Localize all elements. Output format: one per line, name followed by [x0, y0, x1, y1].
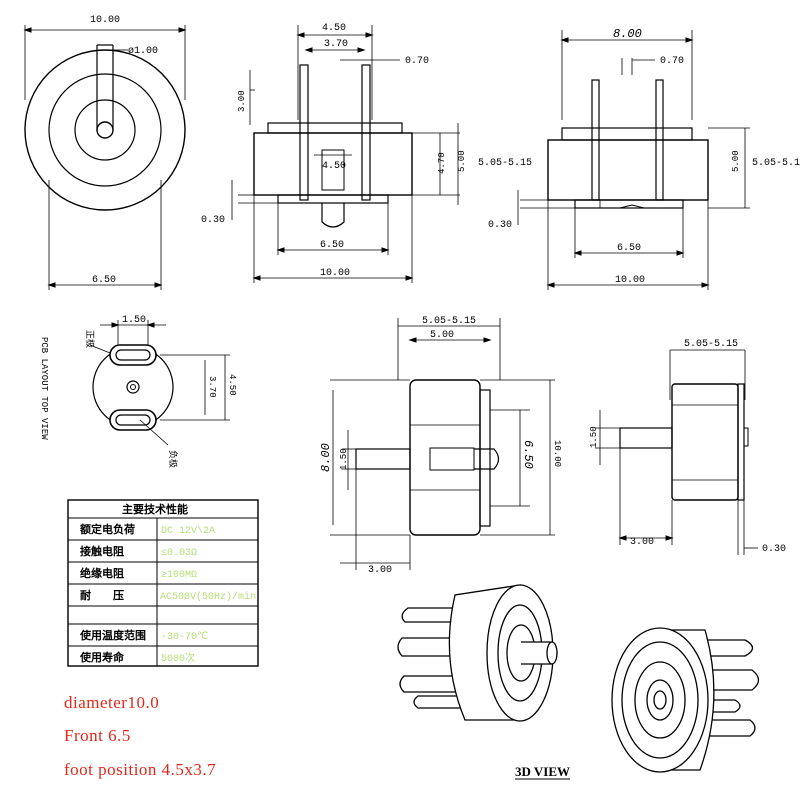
notes: diameter10.0 Front 6.5 foot position 4.5…: [64, 693, 216, 779]
front-dim-3-00: 3.00: [368, 565, 392, 576]
pcb-positive-label: 正极: [84, 330, 96, 348]
view-3d-label: 3D VIEW: [515, 764, 570, 779]
spec-label: 接触电阻: [80, 544, 124, 558]
front-dim-8-00: 8.00: [319, 443, 333, 472]
dim-alt-base-6-50: 6.50: [617, 243, 641, 254]
pcb-dim-3-70: 3.70: [207, 376, 217, 398]
note-diameter: diameter10.0: [64, 693, 159, 712]
side-view-alt: 8.00 0.70 5.00 5.05-5.15 0.30 6.50 10.00: [488, 27, 800, 290]
front-dim-6-50: 6.50: [521, 440, 535, 469]
dim-5-05-5-15: 5.05-5.15: [478, 158, 532, 169]
dim-alt-0-70: 0.70: [660, 56, 684, 67]
small-dim-5-05-5-15: 5.05-5.15: [684, 339, 738, 350]
dim-alt-5-00: 5.00: [731, 150, 741, 172]
spec-table-title: 主要技术性能: [122, 502, 188, 516]
spec-value: -30-70℃: [161, 632, 208, 643]
view-3d-left: [397, 584, 558, 722]
dim-alt-0-30: 0.30: [488, 220, 512, 231]
pcb-negative-label: 负极: [167, 450, 179, 468]
spec-label: 额定电负荷: [80, 522, 135, 536]
spec-value: 5000次: [161, 651, 195, 665]
dim-alt-5-05-5-15: 5.05-5.15: [752, 158, 800, 169]
small-dim-0-30: 0.30: [762, 544, 786, 555]
spec-table: 主要技术性能 额定电负荷 DC 12V\2A 接触电阻 ≤0.03Ω 绝缘电阻 …: [67, 499, 259, 667]
dim-3-70: 3.70: [324, 39, 348, 50]
pcb-dim-1-50: 1.50: [122, 315, 146, 326]
top-circular-view: 10.00 ø1.00 6.50: [23, 15, 187, 290]
spec-label: 使用温度范围: [79, 628, 146, 642]
front-dim-1-50: 1.50: [339, 448, 349, 470]
dim-center-4-50: 4.50: [322, 161, 346, 172]
spec-label: 使用寿命: [79, 650, 125, 664]
dim-pin-diameter: ø1.00: [128, 46, 158, 57]
small-dim-1-50: 1.50: [589, 426, 599, 448]
pcb-layout-title: PCB LAYOUT TOP VIEW: [39, 337, 49, 440]
spec-value: AC500V(50Hz)/min: [160, 591, 256, 603]
dim-diameter-10: 10.00: [90, 15, 120, 26]
note-front: Front 6.5: [64, 726, 131, 745]
dim-pin-span-8-00: 8.00: [613, 27, 642, 41]
dim-4-70: 4.70: [437, 152, 447, 174]
dim-5-00: 5.00: [457, 150, 467, 172]
view-3d-right: [611, 627, 760, 773]
dim-pin-spacing-4-50: 4.50: [322, 23, 346, 34]
dim-pin-height-3-00: 3.00: [237, 90, 247, 112]
dim-base-6-50: 6.50: [320, 240, 344, 251]
spec-value: DC 12V\2A: [161, 525, 215, 537]
spec-value: ≤0.03Ω: [161, 548, 197, 559]
front-view: 5.05-5.15 5.00 8.00 1.50 6.50 10.00 3.00: [319, 316, 562, 576]
dim-front-6-50: 6.50: [92, 275, 116, 286]
dim-0-30: 0.30: [201, 215, 225, 226]
dim-body-10-00: 10.00: [320, 268, 350, 279]
note-foot-position: foot position 4.5x3.7: [64, 760, 216, 779]
pcb-layout-view: PCB LAYOUT TOP VIEW 1.50 正极 负极 4.50 3.70: [39, 315, 237, 468]
front-dim-5-00: 5.00: [430, 330, 454, 341]
dim-0-70: 0.70: [405, 56, 429, 67]
front-dim-5-05-5-15: 5.05-5.15: [422, 316, 476, 327]
dim-alt-body-10-00: 10.00: [615, 275, 645, 286]
pcb-dim-4-50: 4.50: [227, 374, 237, 396]
spec-label: 耐 压: [80, 588, 124, 602]
small-dim-3-00: 3.00: [630, 537, 654, 548]
side-view-pins: 4.50 3.70 0.70 3.00 4.50 4.70 5.00 5.05-…: [201, 23, 532, 283]
front-dim-10-00: 10.00: [552, 440, 562, 467]
side-view-small: 5.05-5.15 1.50 3.00 0.30: [589, 339, 786, 555]
spec-label: 绝缘电阻: [80, 566, 124, 580]
spec-value: ≥100MΩ: [161, 570, 197, 581]
